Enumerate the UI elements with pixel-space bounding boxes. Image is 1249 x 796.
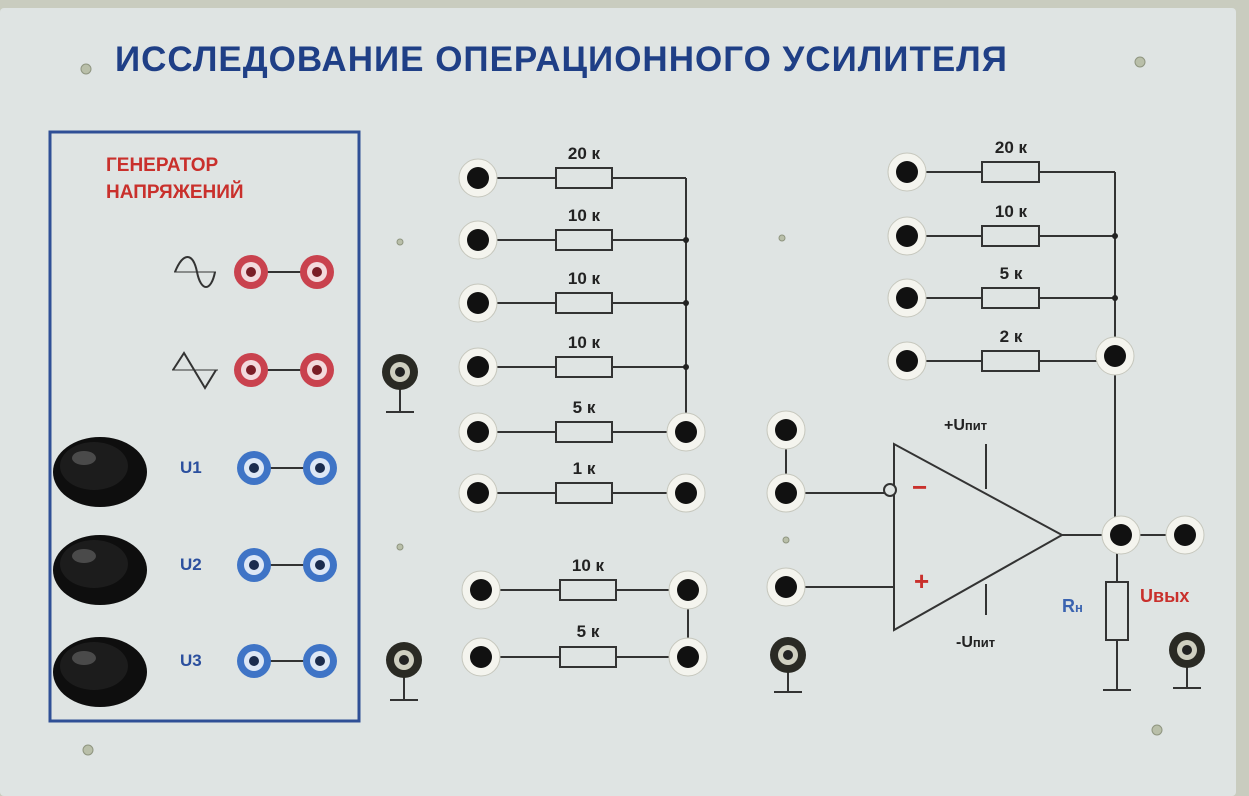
inverting-input-sign: − — [912, 472, 928, 502]
input-jack[interactable] — [458, 412, 498, 452]
front-panel — [0, 8, 1236, 796]
output-voltage-label: Uвых — [1140, 586, 1190, 606]
input-resistor-label: 5 к — [572, 398, 596, 417]
resistor-icon — [555, 229, 613, 251]
input-resistor-label: 1 к — [572, 459, 596, 478]
resistor-icon — [555, 356, 613, 378]
input-resistor-label: 10 к — [567, 269, 601, 288]
generator-title-line1: ГЕНЕРАТОР — [106, 155, 219, 176]
u1-jack-1[interactable] — [237, 451, 271, 485]
ground-jack[interactable] — [382, 354, 418, 390]
feedback-node-jack[interactable] — [1095, 336, 1135, 376]
u2-label: U2 — [180, 555, 202, 574]
u3-jack-2[interactable] — [303, 644, 337, 678]
load-resistor-icon — [1105, 581, 1129, 641]
screw-icon — [396, 543, 404, 551]
generator-frame — [48, 130, 361, 723]
resistor-icon — [981, 287, 1040, 309]
u2-jack-2[interactable] — [303, 548, 337, 582]
resistor-node-jack[interactable] — [668, 570, 708, 610]
load-resistor-label: Rн — [1062, 596, 1083, 616]
resistor-icon — [981, 161, 1040, 183]
feedback-resistor-label: 20 к — [994, 138, 1028, 157]
input-jack[interactable] — [458, 220, 498, 260]
triangle-output-jack-2[interactable] — [300, 353, 334, 387]
ground-icon — [390, 675, 418, 701]
u3-jack-1[interactable] — [237, 644, 271, 678]
u1-jack-2[interactable] — [303, 451, 337, 485]
input-jack[interactable] — [458, 158, 498, 198]
noninv-input-jack[interactable] — [461, 637, 501, 677]
resistor-node-jack[interactable] — [666, 412, 706, 452]
noninv-input-jack[interactable] — [461, 570, 501, 610]
generator-title-line2: НАПРЯЖЕНИЙ — [106, 182, 244, 203]
screw-icon — [396, 238, 404, 246]
inverting-input-jack[interactable] — [766, 473, 806, 513]
inverting-input-bubble — [883, 483, 897, 497]
screw-icon — [82, 744, 94, 756]
opamp-triangle-icon — [893, 442, 1065, 632]
input-resistor-label: 10 к — [567, 333, 601, 352]
feedback-jack[interactable] — [887, 341, 927, 381]
ground-jack[interactable] — [386, 642, 422, 678]
output-ground-jack[interactable] — [1169, 632, 1205, 668]
sine-output-jack-2[interactable] — [300, 255, 334, 289]
ground-icon — [774, 670, 802, 693]
feedback-jack[interactable] — [887, 152, 927, 192]
noninverting-input-jack[interactable] — [766, 567, 806, 607]
generator-title: ГЕНЕРАТОР НАПРЯЖЕНИЙ — [106, 152, 244, 206]
resistor-icon — [981, 350, 1040, 372]
input-jack[interactable] — [458, 473, 498, 513]
u2-jack-1[interactable] — [237, 548, 271, 582]
opamp-input-jack[interactable] — [766, 410, 806, 450]
knob-u1[interactable] — [53, 437, 147, 507]
feedback-resistor-label: 5 к — [999, 264, 1023, 283]
resistor-node-jack[interactable] — [668, 637, 708, 677]
feedback-resistor-label: 10 к — [994, 202, 1028, 221]
triangle-output-jack-1[interactable] — [234, 353, 268, 387]
input-resistor-label: 10 к — [567, 206, 601, 225]
resistor-icon — [555, 292, 613, 314]
knob-u2[interactable] — [53, 535, 147, 605]
u1-label: U1 — [180, 458, 202, 477]
output-node-jack[interactable] — [1101, 515, 1141, 555]
sine-output-jack-1[interactable] — [234, 255, 268, 289]
resistor-icon — [555, 482, 613, 504]
resistor-icon — [559, 579, 617, 601]
plus-supply-label: +Uпит — [944, 417, 988, 434]
noninverting-input-sign: + — [914, 566, 930, 596]
resistor-icon — [555, 421, 613, 443]
input-resistor-label: 20 к — [567, 144, 601, 163]
ground-jack[interactable] — [770, 637, 806, 673]
knob-u3[interactable] — [53, 637, 147, 707]
output-jack[interactable] — [1165, 515, 1205, 555]
screw-icon — [80, 63, 92, 75]
noninv-resistor-label: 10 к — [571, 556, 605, 575]
resistor-icon — [981, 225, 1040, 247]
ground-icon — [1173, 665, 1201, 689]
resistor-icon — [555, 167, 613, 189]
feedback-jack[interactable] — [887, 216, 927, 256]
screw-icon — [1134, 56, 1146, 68]
u3-label: U3 — [180, 651, 202, 670]
input-jack[interactable] — [458, 283, 498, 323]
feedback-resistor-label: 2 к — [999, 327, 1023, 346]
screw-icon — [778, 234, 786, 242]
screw-icon — [782, 536, 790, 544]
screw-icon — [1151, 724, 1163, 736]
feedback-jack[interactable] — [887, 278, 927, 318]
resistor-icon — [559, 646, 617, 668]
input-jack[interactable] — [458, 347, 498, 387]
minus-supply-label: -Uпит — [956, 634, 996, 651]
noninv-resistor-label: 5 к — [576, 622, 600, 641]
resistor-node-jack[interactable] — [666, 473, 706, 513]
panel-title: ИССЛЕДОВАНИЕ ОПЕРАЦИОННОГО УСИЛИТЕЛЯ — [115, 40, 1008, 79]
